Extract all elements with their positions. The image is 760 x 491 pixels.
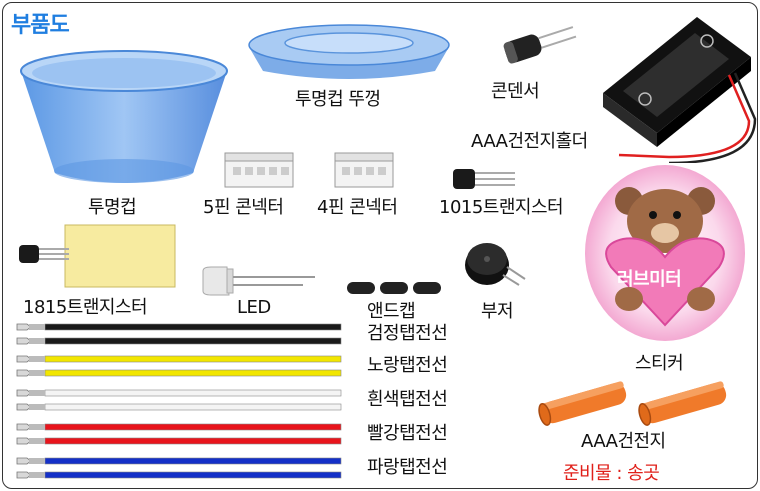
sticker-text: 러브미터: [617, 269, 682, 290]
aaa-batteries-image: [538, 381, 727, 426]
wire-label: 노랑탭전선: [367, 355, 448, 376]
clear-cup-label: 투명컵: [88, 197, 137, 218]
sticker-label: 스티커: [635, 353, 684, 374]
end-caps-label: 앤드캡: [367, 301, 416, 322]
transistor-1815-image: [19, 224, 176, 288]
page-title: 부품도: [11, 13, 70, 38]
cup-lid-image: [248, 24, 450, 79]
pin4-connector-label: 4핀 콘넥터: [317, 197, 398, 218]
cup-lid-label: 투명컵 뚜껑: [295, 89, 381, 110]
buzzer-label: 부저: [481, 301, 514, 322]
end-caps-image: [347, 282, 441, 294]
wire-label: 흰색탭전선: [367, 389, 448, 410]
pin5-connector-image: [224, 152, 294, 188]
sticker-image: [585, 165, 745, 341]
clear-cup-image: [20, 50, 228, 183]
wire-image: [16, 323, 342, 345]
capacitor-label: 콘덴서: [491, 81, 540, 102]
battery-holder-label: AAA건전지홀더: [471, 131, 588, 152]
transistor-1015-label: 1015트랜지스터: [439, 197, 564, 218]
led-label: LED: [237, 297, 271, 318]
aaa-battery-label: AAA건전지: [581, 431, 666, 452]
wire-label: 파랑탭전선: [367, 457, 448, 478]
wire-image: [16, 389, 342, 411]
led-image: [202, 266, 315, 296]
wire-label: 검정탭전선: [367, 323, 448, 344]
battery-holder-image: [603, 17, 757, 163]
wire-label: 빨강탭전선: [367, 423, 448, 444]
buzzer-image: [465, 243, 526, 286]
wire-image: [16, 355, 342, 377]
pin5-connector-label: 5핀 콘넥터: [203, 197, 284, 218]
transistor-1815-label: 1815트랜지스터: [23, 297, 148, 318]
wire-image: [16, 457, 342, 479]
preparation-note: 준비물 : 송곳: [563, 463, 660, 484]
transistor-1015-image: [453, 169, 515, 189]
pin4-connector-image: [334, 152, 394, 188]
capacitor-image: [503, 26, 577, 64]
wire-image: [16, 423, 342, 445]
